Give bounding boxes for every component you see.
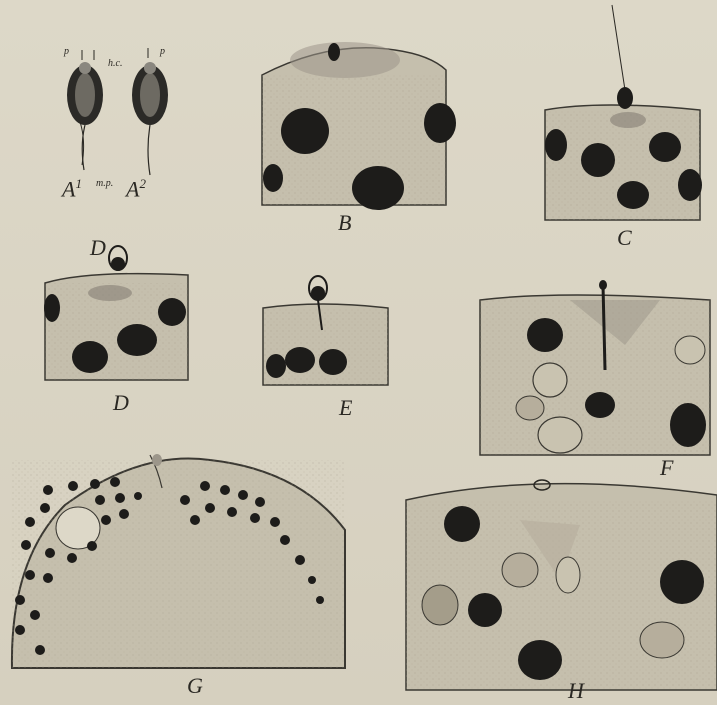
figure-label-e: E: [339, 395, 352, 421]
figure-e-egg-section: [263, 276, 388, 385]
figure-label-d: D: [113, 390, 129, 416]
small-label-p-left: p: [64, 46, 69, 57]
figure-c-egg-section: [545, 5, 702, 220]
figure-label-b: B: [338, 210, 351, 236]
figure-b-egg-section: [262, 42, 456, 210]
figure-label-f: F: [660, 455, 673, 481]
figure-a1-spermatozoon: [67, 50, 103, 170]
small-label-p-right: p: [160, 46, 165, 57]
figure-f-egg-section: [480, 280, 710, 455]
figure-label-d-top: D: [90, 235, 106, 261]
small-label-hc: h.c.: [108, 58, 122, 69]
figure-g-egg-section: [12, 454, 345, 668]
figure-label-a2: A2: [126, 176, 146, 202]
figure-label-a1: A1: [62, 176, 82, 202]
figure-a2-spermatozoon: [132, 48, 168, 175]
figure-label-h: H: [568, 678, 584, 704]
figure-d-egg-section: [44, 246, 188, 380]
figure-h-egg-section: [406, 480, 717, 690]
small-label-mp: m.p.: [96, 178, 113, 189]
figure-label-g: G: [187, 673, 203, 699]
figure-label-c: C: [617, 225, 632, 251]
